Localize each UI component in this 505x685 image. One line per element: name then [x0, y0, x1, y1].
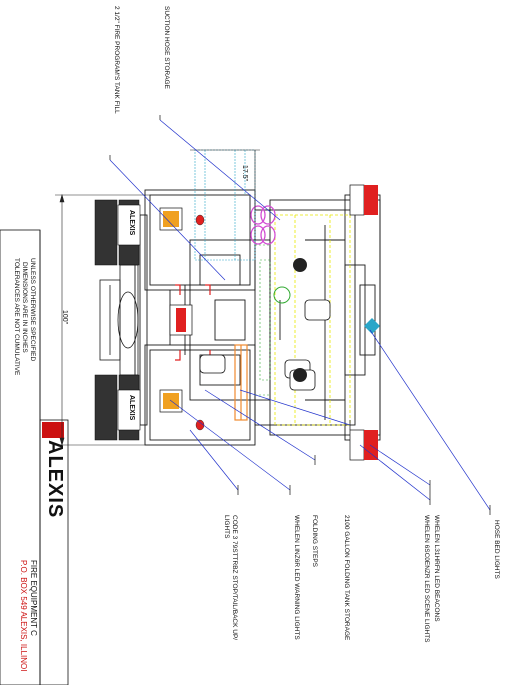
mudflap-brand-right: ALEXIS	[128, 395, 135, 421]
leader-lines	[109, 119, 491, 511]
label-tank-storage: 2100 GALLON FOLDING TANK STORAGE	[343, 515, 350, 641]
hidden-lines	[255, 244, 271, 396]
label-stop-tail-line2: LIGHTS	[223, 515, 230, 539]
notes-line3: TOLERANCES ARE NOT CUMULATIVE	[13, 258, 20, 376]
label-hose-bed-lights: HOSE BED LIGHTS	[493, 520, 500, 579]
label-width-dimension: 100"	[61, 310, 68, 325]
mudflap-brand-left: ALEXIS	[128, 210, 135, 236]
stop-tail-lights	[195, 214, 205, 431]
title-block	[0, 229, 69, 685]
offset-dimension	[190, 149, 260, 210]
label-scene-lights: WHELEN 6SC0ENZR LED SCENE LIGHTS	[423, 515, 430, 643]
label-offset-dimension: 17.5"	[241, 165, 248, 182]
callout-ticks	[109, 115, 491, 515]
label-stop-tail-line1: CODE 3 79STTRBZ STOP/TAIL/BACK UP/	[231, 515, 238, 641]
company-name: FIRE EQUIPMENT C	[29, 560, 38, 636]
label-suction-hose: SUCTION HOSE STORAGE	[163, 6, 170, 89]
alexis-logo	[41, 421, 67, 683]
label-folding-steps: FOLDING STEPS	[311, 515, 318, 568]
width-dimension	[55, 193, 150, 447]
center-plate	[169, 304, 193, 336]
company-address: P.O. BOX 549 ALEXIS, ILLINOI	[19, 560, 28, 672]
label-warning-lights: WHELEN LINZ6R LED WARNING LIGHTS	[293, 515, 300, 640]
company-logo: ALEXIS	[44, 440, 66, 519]
notes-line2: DIMENSIONS ARE IN INCHES	[21, 262, 28, 353]
led-beacons	[349, 184, 378, 461]
suction-hose-storage	[250, 205, 276, 245]
notes-line1: UNLESS OTHERWISE SPECIFIED	[29, 258, 36, 362]
hose-bed-lights	[293, 258, 307, 382]
mudflaps	[117, 204, 141, 431]
cyan-diamond-marker	[273, 286, 380, 334]
label-tank-fill: 2 1/2" FIRE PROGRAM'S TANK FILL	[113, 6, 120, 114]
axle	[99, 264, 139, 376]
label-beacons: WHELEN L31HRFN LED BEACONS	[433, 515, 440, 622]
center-plate-text: ALEXIS	[184, 306, 190, 325]
folding-steps	[234, 344, 248, 421]
